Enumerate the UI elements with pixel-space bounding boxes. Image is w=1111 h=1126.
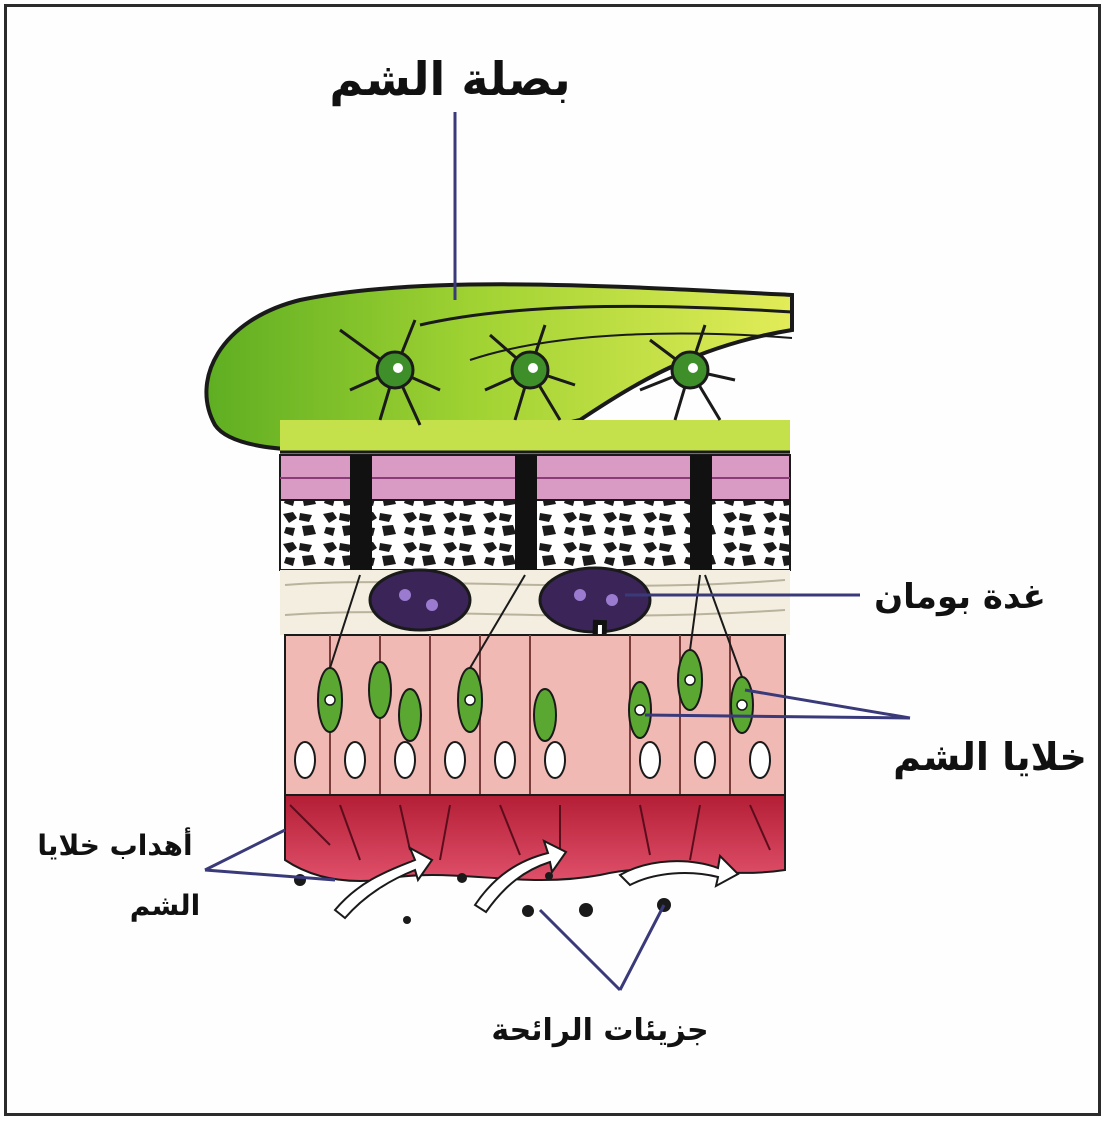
odor-molecules-label: جزيئات الرائحة (491, 1013, 708, 1048)
lamina-propria (280, 570, 790, 635)
bowman-gland-label: غدة بومان (874, 577, 1046, 617)
cilia-pointer-a (205, 830, 285, 870)
cribriform-plate (280, 455, 790, 575)
olfactory-bulb-label: بصلة الشم (329, 52, 570, 106)
cilia-label-line2: الشم (130, 889, 201, 922)
cilia-label-line1: أهداب خلايا (37, 827, 192, 862)
olfactory-cells-label: خلايا الشم (893, 735, 1087, 780)
molecule-pointer-a (540, 910, 620, 990)
molecule-pointer-b (620, 905, 664, 990)
